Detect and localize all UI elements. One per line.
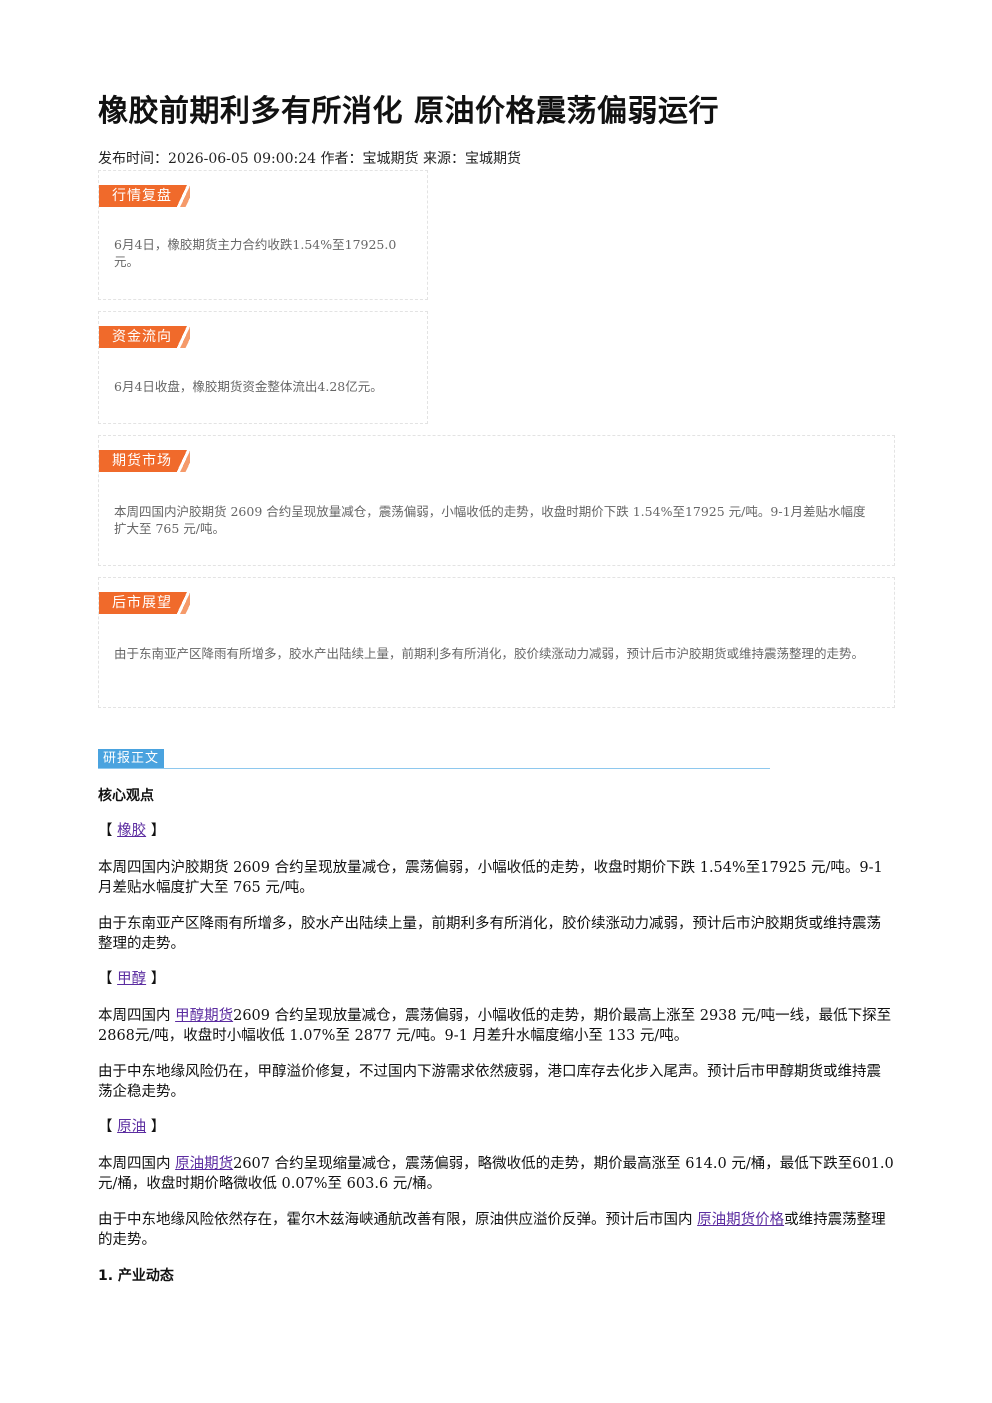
- card-text: 6月4日收盘，橡胶期货资金整体流出4.28亿元。: [114, 379, 383, 394]
- rubber-link[interactable]: 橡胶: [117, 823, 147, 839]
- card-text: 由于东南亚产区降雨有所增多，胶水产出陆续上量，前期利多有所消化，胶价续涨动力减弱…: [114, 646, 865, 661]
- methanol-heading: 【 甲醇 】: [98, 969, 894, 989]
- bracket-close: 】: [150, 1119, 166, 1135]
- bracket-close: 】: [150, 971, 166, 987]
- bracket-open: 【: [98, 971, 113, 987]
- card-fund-flow: 资金流向 6月4日收盘，橡胶期货资金整体流出4.28亿元。: [98, 311, 428, 424]
- methanol-futures-link[interactable]: 甲醇期货: [175, 1008, 234, 1024]
- bracket-close: 】: [150, 823, 166, 839]
- card-tag: 资金流向: [99, 326, 190, 348]
- rubber-paragraph-1: 本周四国内沪胶期货 2609 合约呈现放量减仓，震荡偏弱，小幅收低的走势，收盘时…: [98, 860, 883, 896]
- crude-heading: 【 原油 】: [98, 1117, 894, 1137]
- industry-heading: 1. 产业动态: [98, 1268, 174, 1284]
- card-tag: 行情复盘: [99, 185, 190, 207]
- methanol-link[interactable]: 甲醇: [117, 971, 147, 987]
- text: 2609 合约呈现放量减仓，震荡偏弱，小幅收低的走势，期价最高上涨至 2938 …: [98, 1008, 892, 1044]
- bracket-open: 【: [98, 823, 113, 839]
- text: 2607 合约呈现缩量减仓，震荡偏弱，略微收低的走势，期价最高涨至 614.0 …: [98, 1156, 894, 1192]
- rubber-paragraph-2: 由于东南亚产区降雨有所增多，胶水产出陆续上量，前期利多有所消化，胶价续涨动力减弱…: [98, 916, 881, 952]
- crude-futures-link[interactable]: 原油期货: [175, 1156, 234, 1172]
- crude-link[interactable]: 原油: [117, 1119, 147, 1135]
- methanol-paragraph-2: 由于中东地缘风险仍在，甲醇溢价修复，不过国内下游需求依然疲弱，港口库存去化步入尾…: [98, 1064, 881, 1100]
- crude-paragraph-2: 由于中东地缘风险依然存在，霍尔木兹海峡通航改善有限，原油供应溢价反弹。预计后市国…: [98, 1210, 894, 1250]
- article-title: 橡胶前期利多有所消化 原油价格震荡偏弱运行: [98, 94, 719, 129]
- card-futures-market: 期货市场 本周四国内沪胶期货 2609 合约呈现放量减仓，震荡偏弱，小幅收低的走…: [98, 435, 895, 566]
- card-tag: 期货市场: [99, 450, 190, 472]
- text: 本周四国内: [98, 1008, 171, 1024]
- bracket-open: 【: [98, 1119, 113, 1135]
- rubber-heading: 【 橡胶 】: [98, 821, 894, 841]
- article-meta: 发布时间：2026-06-05 09:00:24 作者：宝城期货 来源：宝城期货: [98, 151, 521, 167]
- section-divider: [98, 768, 770, 769]
- crude-price-link[interactable]: 原油期货价格: [697, 1212, 785, 1228]
- card-tag: 后市展望: [99, 592, 190, 614]
- section-header: 研报正文: [98, 749, 770, 771]
- card-outlook: 后市展望 由于东南亚产区降雨有所增多，胶水产出陆续上量，前期利多有所消化，胶价续…: [98, 577, 895, 708]
- card-market-review: 行情复盘 6月4日，橡胶期货主力合约收跌1.54%至17925.0元。: [98, 170, 428, 300]
- card-text: 6月4日，橡胶期货主力合约收跌1.54%至17925.0元。: [114, 237, 397, 269]
- card-text: 本周四国内沪胶期货 2609 合约呈现放量减仓，震荡偏弱，小幅收低的走势，收盘时…: [114, 504, 866, 536]
- section-label: 研报正文: [98, 749, 165, 769]
- text: 由于中东地缘风险依然存在，霍尔木兹海峡通航改善有限，原油供应溢价反弹。预计后市国…: [98, 1212, 693, 1228]
- crude-paragraph-1: 本周四国内 原油期货2607 合约呈现缩量减仓，震荡偏弱，略微收低的走势，期价最…: [98, 1154, 894, 1194]
- text: 本周四国内: [98, 1156, 171, 1172]
- methanol-paragraph-1: 本周四国内 甲醇期货2609 合约呈现放量减仓，震荡偏弱，小幅收低的走势，期价最…: [98, 1006, 894, 1046]
- text: 或维持震荡整理的走势。: [98, 1212, 886, 1248]
- core-heading: 核心观点: [98, 788, 154, 804]
